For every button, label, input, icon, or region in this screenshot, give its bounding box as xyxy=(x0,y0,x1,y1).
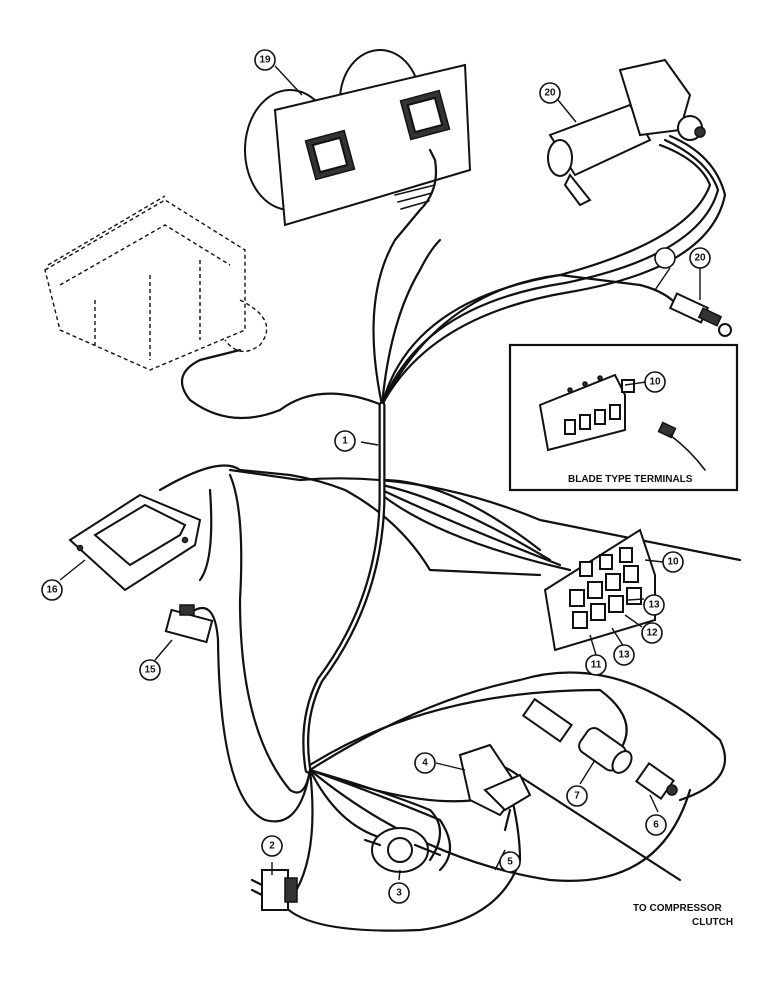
blade-terminals-label: BLADE TYPE TERMINALS xyxy=(568,474,693,485)
callout-13b-text: 13 xyxy=(618,650,630,661)
callout-10b-text: 10 xyxy=(667,557,679,568)
leader-lines xyxy=(59,65,701,881)
wire-runs xyxy=(158,134,742,932)
callout-10-inset: 10 xyxy=(644,371,666,393)
callout-19-text: 20 xyxy=(694,253,706,264)
callout-7-text: 7 xyxy=(574,791,580,802)
callout-18: 20 xyxy=(539,82,561,104)
temp-sensor xyxy=(668,292,732,337)
blower-assembly xyxy=(244,49,472,227)
callout-13-lower: 13 xyxy=(613,644,635,666)
callout-16: 16 xyxy=(41,579,63,601)
callout-11-text: 11 xyxy=(591,660,602,671)
callout-5: 5 xyxy=(499,851,521,873)
callout-1-text: 1 xyxy=(342,436,348,447)
callout-1: 1 xyxy=(334,430,356,452)
callout-17: 19 xyxy=(254,49,276,71)
callout-16-text: 16 xyxy=(46,585,58,596)
callout-6-text: 6 xyxy=(653,820,659,831)
part-16-housing xyxy=(68,493,202,592)
compressor-label-line1: TO COMPRESSOR xyxy=(633,903,722,914)
switch-3 xyxy=(363,827,442,873)
callout-19: 20 xyxy=(689,247,711,269)
switch-4 xyxy=(458,743,532,832)
callout-18-text: 20 xyxy=(544,88,556,99)
motor-assembly xyxy=(547,58,706,207)
blade-terminal-inset xyxy=(508,343,739,492)
callout-10a-text: 10 xyxy=(649,377,661,388)
callout-17-text: 19 xyxy=(259,55,271,66)
callout-15: 15 xyxy=(139,659,161,681)
compressor-label-line2: CLUTCH xyxy=(692,917,733,928)
connector-10 xyxy=(543,528,656,652)
callout-3-text: 3 xyxy=(396,888,402,899)
switch-2 xyxy=(250,869,298,911)
part-15-relay xyxy=(164,604,214,644)
callout-15-text: 15 xyxy=(144,665,156,676)
callout-2-text: 2 xyxy=(269,841,275,852)
fittings xyxy=(521,697,678,801)
callout-4-text: 4 xyxy=(422,758,428,769)
callout-2: 2 xyxy=(261,835,283,857)
callout-12-text: 12 xyxy=(646,628,658,639)
callout-13-upper: 13 xyxy=(643,594,665,616)
callout-7: 7 xyxy=(566,785,588,807)
callout-6: 6 xyxy=(645,814,667,836)
callout-12: 12 xyxy=(641,622,663,644)
callout-4: 4 xyxy=(414,752,436,774)
callout-3: 3 xyxy=(388,882,410,904)
callout-5-text: 5 xyxy=(507,857,513,868)
callout-13a-text: 13 xyxy=(648,600,660,611)
control-unit xyxy=(44,195,268,371)
callout-11: 11 xyxy=(585,654,607,676)
callout-20 xyxy=(654,247,676,269)
callout-10-connector: 10 xyxy=(662,551,684,573)
